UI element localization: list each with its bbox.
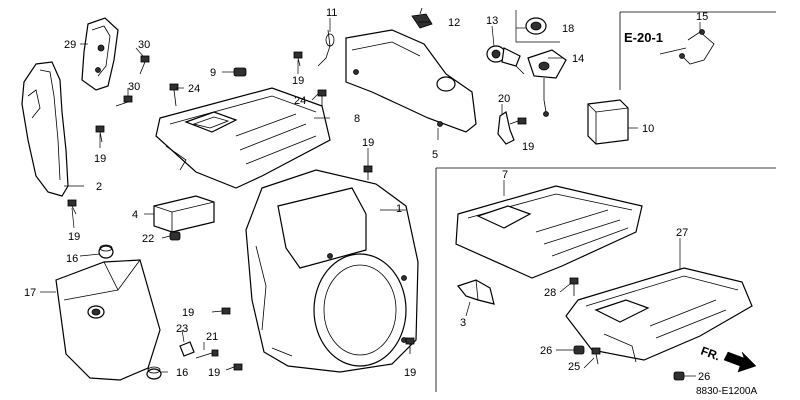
- reference-box: E-20-1: [619, 11, 776, 90]
- bolt-30-upper[interactable]: [139, 55, 150, 75]
- deflector-27[interactable]: [565, 267, 753, 363]
- hook-20[interactable]: [497, 111, 515, 145]
- callout-23: 23: [176, 323, 188, 335]
- callout-labels: 1 2 3 4 5 7 8 9 10 11 12 13 14 15 16 16 …: [24, 7, 710, 383]
- bolt-25[interactable]: [591, 347, 601, 365]
- figure-code: 8830-E1200A: [696, 386, 757, 397]
- callout-2: 2: [96, 181, 102, 193]
- front-direction-label: FR.: [699, 344, 722, 364]
- callout-19-c: 19: [68, 231, 80, 243]
- callout-9: 9: [210, 67, 216, 79]
- callout-20: 20: [498, 93, 510, 105]
- grommet-16-lower[interactable]: [146, 366, 162, 380]
- bolt-19-b[interactable]: [95, 125, 105, 143]
- guide-4[interactable]: [153, 195, 215, 233]
- callout-22: 22: [142, 233, 154, 245]
- side-cover-17[interactable]: [55, 259, 161, 381]
- callout-24-upper: 24: [188, 83, 200, 95]
- callout-5: 5: [432, 149, 438, 161]
- callout-21: 21: [206, 331, 218, 343]
- clip-3[interactable]: [456, 279, 495, 305]
- callout-7: 7: [502, 169, 508, 181]
- callout-29: 29: [64, 39, 76, 51]
- front-direction-indicator: FR.: [699, 344, 757, 373]
- nut-22[interactable]: [169, 231, 181, 241]
- sub-assembly-box: [435, 167, 776, 392]
- bracket-5[interactable]: [345, 29, 477, 133]
- callout-19-b: 19: [94, 153, 106, 165]
- bolt-19-g[interactable]: [225, 363, 243, 371]
- callout-12: 12: [448, 17, 460, 29]
- bolt-19-c[interactable]: [67, 199, 77, 215]
- callout-11: 11: [326, 7, 337, 19]
- socket-13[interactable]: [486, 45, 525, 75]
- bolt-19-f[interactable]: [211, 307, 231, 315]
- bolt-19-d[interactable]: [363, 165, 373, 180]
- callout-10: 10: [642, 123, 654, 135]
- callout-3: 3: [460, 317, 466, 329]
- grommet-16-upper[interactable]: [98, 244, 114, 259]
- nut-26-b[interactable]: [673, 371, 685, 381]
- front-arrow-icon: [723, 351, 757, 373]
- callout-30-upper: 30: [138, 39, 150, 51]
- callout-27: 27: [676, 227, 688, 239]
- callout-16-lower: 16: [176, 367, 188, 379]
- callout-25: 25: [568, 361, 580, 373]
- bolt-19-e[interactable]: [509, 117, 527, 125]
- fan-cover-1[interactable]: [245, 169, 419, 373]
- nut-9[interactable]: [233, 67, 247, 77]
- callout-19-d: 19: [362, 137, 374, 149]
- callout-14: 14: [572, 53, 584, 65]
- callout-19-f: 19: [182, 307, 194, 319]
- socket-14[interactable]: [527, 49, 567, 117]
- side-shroud-2[interactable]: [21, 61, 69, 197]
- bolt-19-h[interactable]: [405, 337, 415, 354]
- callout-8: 8: [354, 113, 360, 125]
- callout-26-b: 26: [698, 371, 710, 383]
- callout-17: 17: [24, 287, 36, 299]
- callout-24-lower: 24: [294, 95, 306, 107]
- pad-10[interactable]: [587, 99, 629, 145]
- grommet-18[interactable]: [525, 17, 547, 35]
- reference-label: E-20-1: [624, 30, 663, 45]
- bolt-28[interactable]: [569, 277, 579, 296]
- deflector-7[interactable]: [455, 185, 643, 279]
- callout-16-upper: 16: [66, 253, 78, 265]
- bolt-24-lower[interactable]: [317, 89, 327, 106]
- callout-19-a: 19: [292, 75, 304, 87]
- callout-15: 15: [696, 11, 708, 23]
- callout-13: 13: [486, 15, 498, 27]
- washer-23[interactable]: [179, 341, 195, 357]
- callout-18: 18: [562, 23, 574, 35]
- clamp-12[interactable]: [411, 7, 433, 29]
- bolt-19-a[interactable]: [293, 51, 303, 67]
- bolt-21[interactable]: [195, 349, 219, 359]
- callout-4: 4: [132, 209, 138, 221]
- callout-30-lower: 30: [128, 81, 140, 93]
- bracket-29[interactable]: [81, 17, 119, 91]
- callout-19-g: 19: [208, 367, 220, 379]
- bolt-30-lower[interactable]: [115, 95, 133, 107]
- callout-19-h: 19: [404, 367, 416, 379]
- callout-26-a: 26: [540, 345, 552, 357]
- nut-26-a[interactable]: [573, 345, 585, 355]
- callout-28: 28: [544, 287, 556, 299]
- deflector-8[interactable]: [155, 87, 331, 189]
- callout-19-e: 19: [522, 141, 534, 153]
- callout-1: 1: [396, 203, 402, 215]
- bolt-24-upper[interactable]: [169, 83, 179, 107]
- leader-lines: [40, 10, 701, 377]
- clip-11[interactable]: [317, 29, 335, 67]
